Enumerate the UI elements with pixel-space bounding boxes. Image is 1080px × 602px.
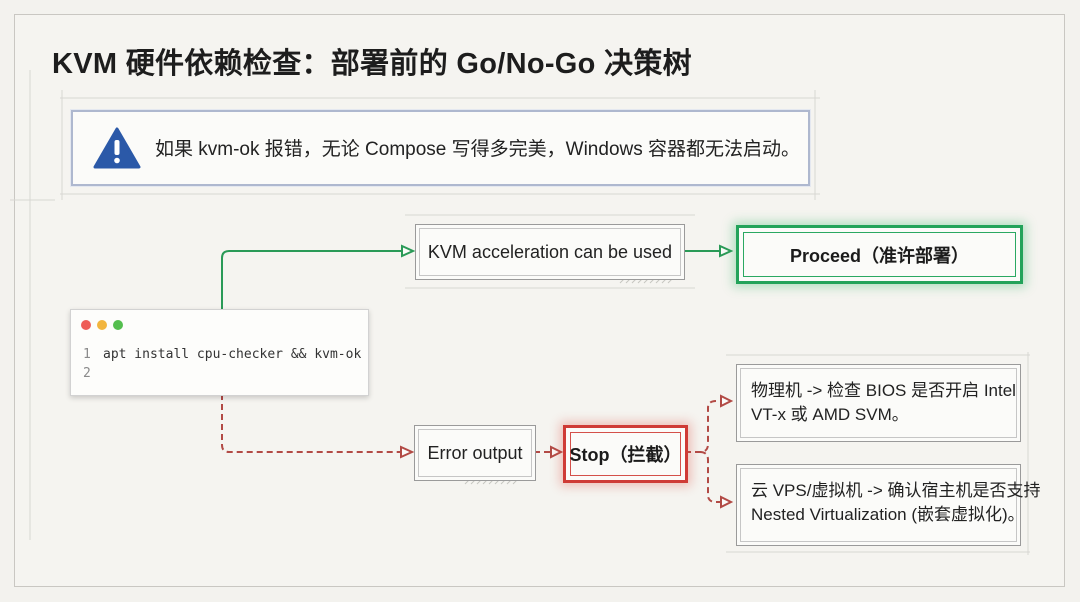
close-dot-icon <box>81 320 91 330</box>
fix-physical-line1: 物理机 -> 检查 BIOS 是否开启 Intel <box>751 381 1016 400</box>
kvm-ok-node: KVM acceleration can be used <box>415 224 685 280</box>
maximize-dot-icon <box>113 320 123 330</box>
stop-node: Stop（拦截） <box>563 425 688 483</box>
fix-vps-line2: Nested Virtualization (嵌套虚拟化)。 <box>751 505 1025 524</box>
guide-lines <box>10 70 1030 555</box>
minimize-dot-icon <box>97 320 107 330</box>
code-line: 1 apt install cpu-checker && kvm-ok <box>83 347 361 362</box>
proceed-node: Proceed（准许部署） <box>736 225 1023 284</box>
warning-banner: 如果 kvm-ok 报错，无论 Compose 写得多完美，Windows 容器… <box>71 110 810 186</box>
page-title: KVM 硬件依赖检查：部署前的 Go/No-Go 决策树 <box>52 48 692 80</box>
line-number: 2 <box>83 366 91 381</box>
warning-triangle-icon <box>93 127 141 169</box>
fix-physical-node: 物理机 -> 检查 BIOS 是否开启 Intel VT-x 或 AMD SVM… <box>736 364 1021 442</box>
terminal-window: 1 apt install cpu-checker && kvm-ok 2 <box>70 309 369 396</box>
fix-vps-node: 云 VPS/虚拟机 -> 确认宿主机是否支持 Nested Virtualiza… <box>736 464 1041 546</box>
line-number: 1 <box>83 347 91 362</box>
warning-text: 如果 kvm-ok 报错，无论 Compose 写得多完美，Windows 容器… <box>155 139 801 160</box>
failure-arrowheads <box>400 394 734 509</box>
code-text: apt install cpu-checker && kvm-ok <box>103 347 362 362</box>
code-line: 2 <box>83 366 103 381</box>
fix-vps-line1: 云 VPS/虚拟机 -> 确认宿主机是否支持 <box>751 481 1041 500</box>
success-arrowheads <box>401 244 734 258</box>
error-output-node: Error output <box>414 425 536 481</box>
fix-physical-line2: VT-x 或 AMD SVM。 <box>751 405 909 424</box>
